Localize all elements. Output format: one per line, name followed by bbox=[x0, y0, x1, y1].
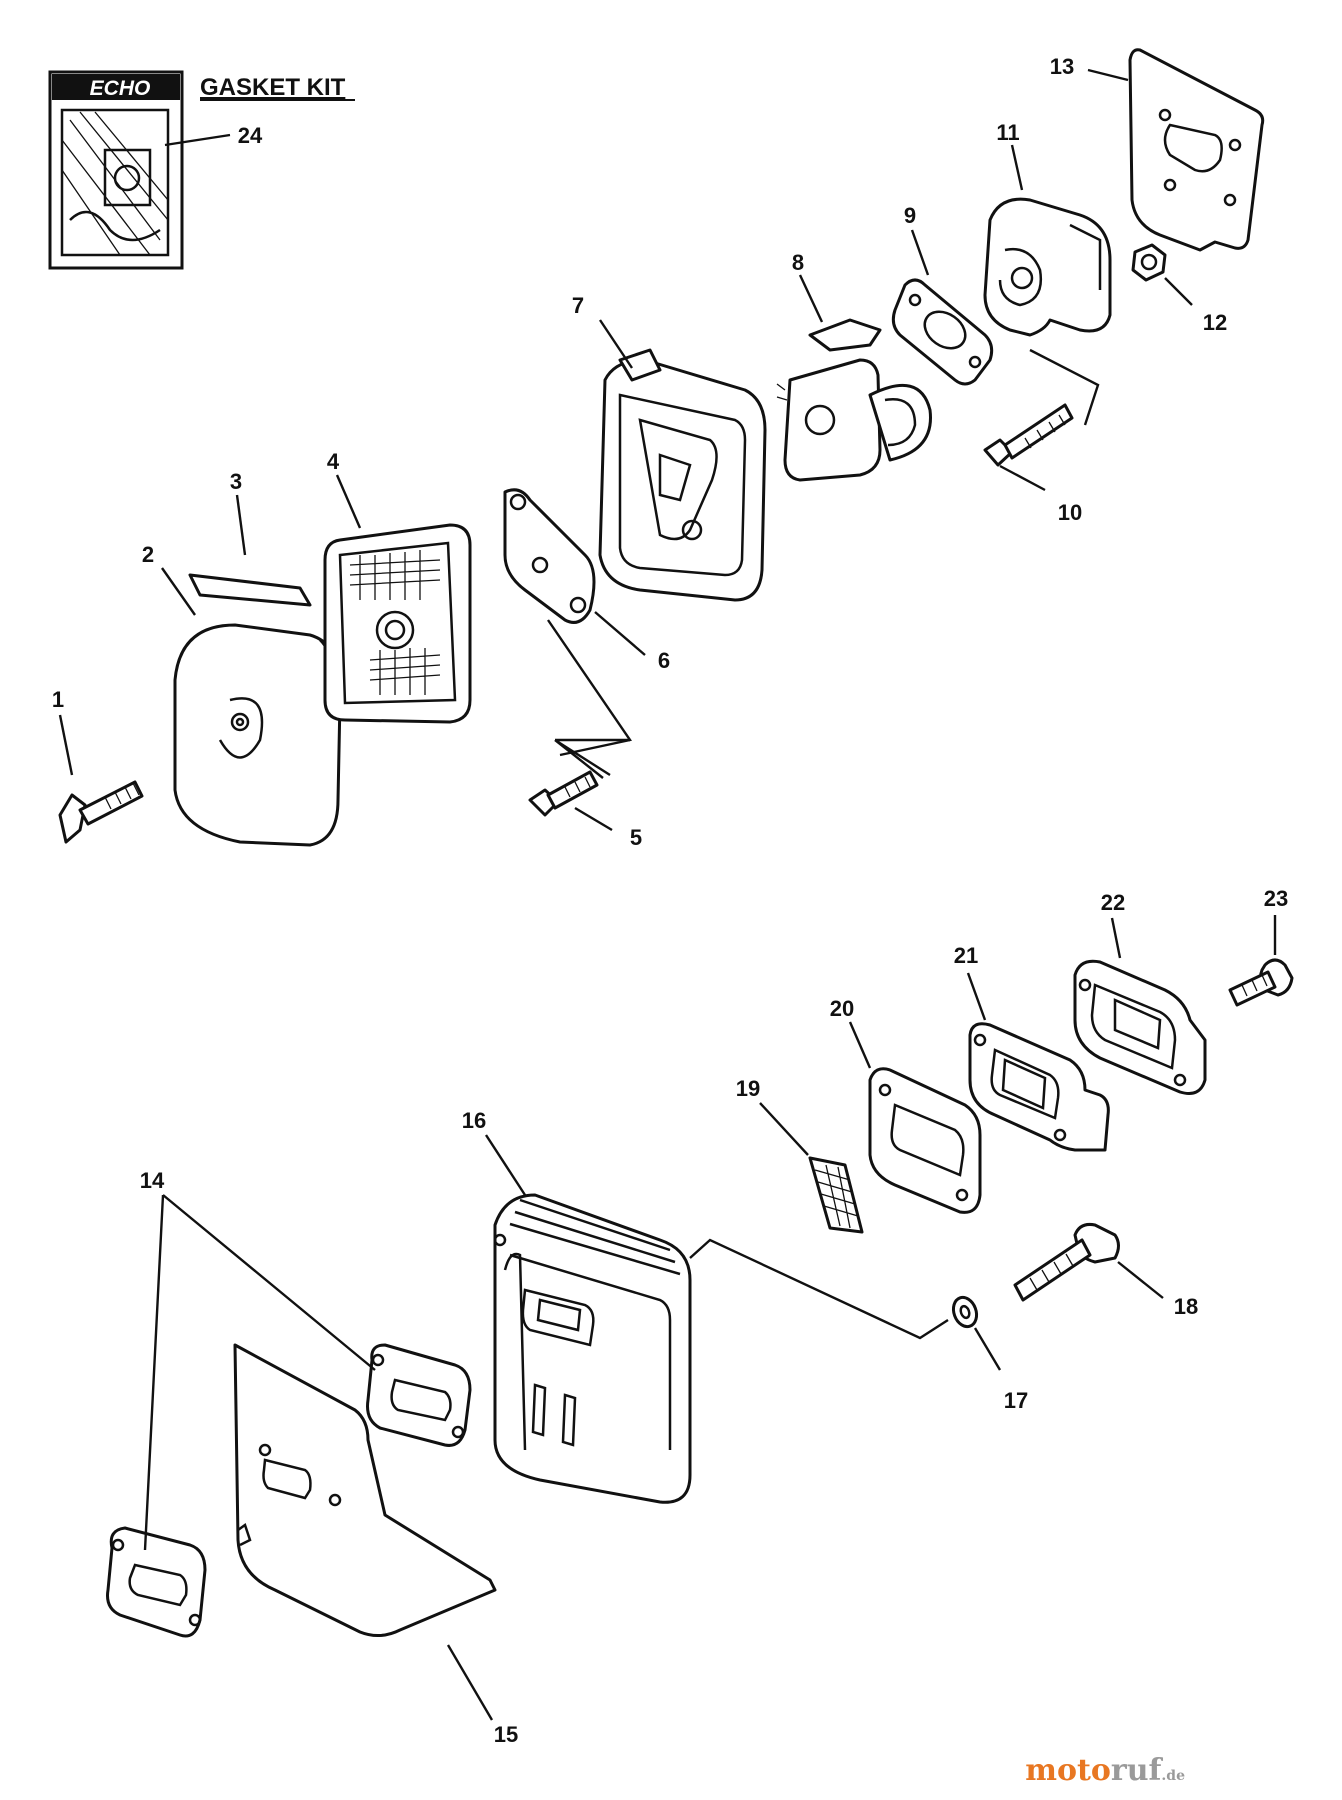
exhaust-gasket-14a bbox=[106, 1526, 207, 1638]
filter-pad bbox=[188, 573, 312, 607]
callout-20: 20 bbox=[830, 996, 854, 1021]
callout-3: 3 bbox=[230, 469, 242, 494]
callout-22: 22 bbox=[1101, 890, 1125, 915]
bolt-10 bbox=[983, 403, 1074, 467]
air-filter bbox=[323, 523, 472, 724]
echo-logo-text: ECHO bbox=[90, 77, 151, 100]
screw bbox=[1228, 958, 1294, 1007]
muffler-plate-21 bbox=[968, 1022, 1110, 1152]
callout-16: 16 bbox=[462, 1108, 486, 1133]
wing-bolt bbox=[58, 780, 144, 844]
watermark-suffix: .de bbox=[1161, 1768, 1185, 1784]
callout-14: 14 bbox=[140, 1168, 165, 1193]
nut bbox=[1131, 243, 1167, 282]
callout-11: 11 bbox=[996, 120, 1019, 145]
svg-text:motoruf.de: motoruf.de bbox=[1025, 1753, 1185, 1788]
callout-12: 12 bbox=[1203, 310, 1227, 335]
air-cleaner-case bbox=[598, 348, 767, 602]
insulator bbox=[983, 197, 1112, 337]
callout-23: 23 bbox=[1264, 886, 1288, 911]
spark-arrester-screen bbox=[808, 1156, 864, 1234]
callout-6: 6 bbox=[658, 648, 670, 673]
watermark: motoruf.de bbox=[1025, 1753, 1185, 1788]
gasket-kit-package bbox=[48, 70, 184, 270]
callout-24: 24 bbox=[238, 123, 263, 148]
callout-15: 15 bbox=[494, 1722, 518, 1747]
echo-logo bbox=[52, 74, 180, 100]
callout-13: 13 bbox=[1050, 54, 1074, 79]
callout-10: 10 bbox=[1058, 500, 1082, 525]
gasket-kit: ECHO GASKET KIT bbox=[48, 70, 355, 270]
callout-2: 2 bbox=[142, 542, 154, 567]
bolt-5 bbox=[528, 770, 599, 817]
muffler-bolt bbox=[1013, 1223, 1120, 1302]
carburetor-gasket bbox=[891, 278, 994, 386]
callout-17: 17 bbox=[1004, 1388, 1028, 1413]
washer bbox=[951, 1295, 979, 1329]
exhaust-gasket-14b bbox=[366, 1343, 472, 1447]
gasket-13 bbox=[1128, 48, 1265, 252]
callout-8: 8 bbox=[792, 250, 804, 275]
carburetor bbox=[776, 318, 932, 482]
callout-21: 21 bbox=[954, 943, 978, 968]
gasket-kit-title: GASKET KIT bbox=[200, 74, 346, 101]
callout-18: 18 bbox=[1174, 1294, 1198, 1319]
callout-1: 1 bbox=[52, 687, 64, 712]
exhaust-guide bbox=[1073, 959, 1207, 1095]
leader-lines bbox=[58, 68, 1277, 1721]
watermark-part2: ruf bbox=[1111, 1753, 1164, 1788]
callout-5: 5 bbox=[630, 825, 642, 850]
callout-7: 7 bbox=[572, 293, 584, 318]
heat-shield bbox=[233, 1343, 497, 1637]
air-cleaner-cover bbox=[173, 623, 343, 847]
callout-4: 4 bbox=[327, 449, 340, 474]
callout-labels: 1 2 3 4 5 6 7 8 9 10 11 12 13 14 15 16 1… bbox=[52, 54, 1288, 1747]
muffler-gasket-20 bbox=[868, 1067, 982, 1214]
bracket bbox=[503, 488, 596, 624]
muffler bbox=[493, 1193, 692, 1504]
callout-19: 19 bbox=[736, 1076, 760, 1101]
callout-9: 9 bbox=[904, 203, 916, 228]
watermark-part1: moto bbox=[1025, 1753, 1111, 1788]
